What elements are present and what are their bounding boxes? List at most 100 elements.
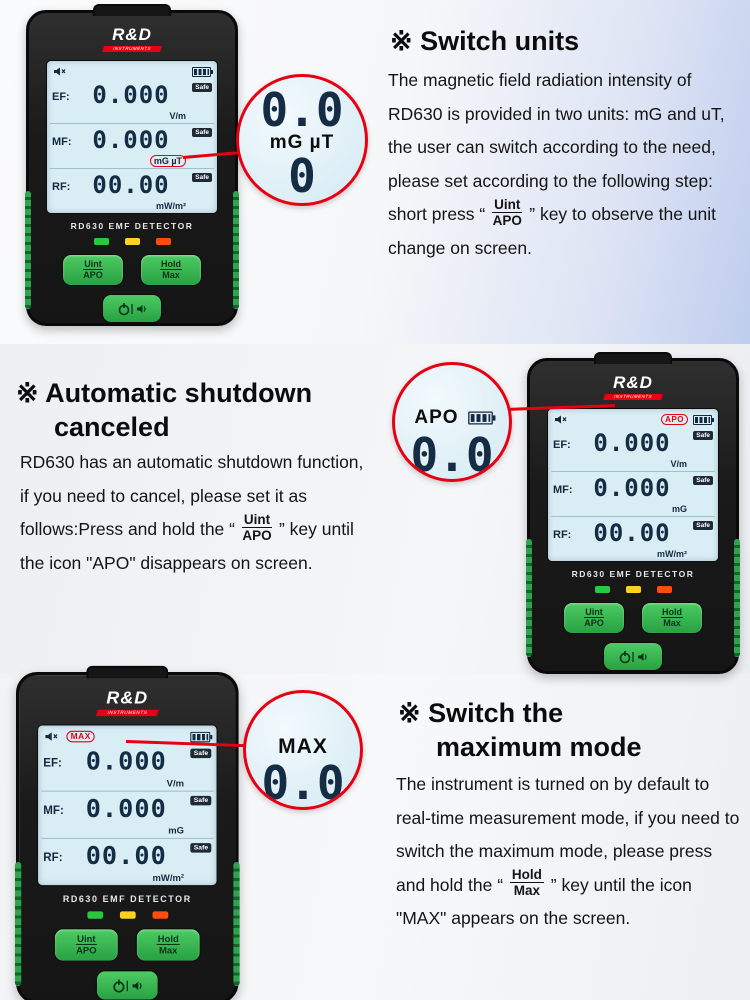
speaker-mute-icon bbox=[54, 67, 66, 76]
emf-detector-device-3: R&D INSTRUMENTS MAX EF: 0.000 Safe V/m bbox=[14, 665, 240, 1000]
battery-icon bbox=[467, 411, 496, 425]
ef-label: EF: bbox=[43, 757, 62, 770]
safe-badge: Safe bbox=[693, 521, 713, 530]
rf-unit: mW/m² bbox=[152, 872, 185, 884]
safe-badge: Safe bbox=[693, 476, 713, 485]
mf-row: MF: 0.000 Safe mG bbox=[551, 472, 715, 517]
power-button bbox=[102, 294, 162, 323]
power-speaker-icon bbox=[619, 650, 647, 663]
speaker-mute-icon bbox=[555, 415, 567, 424]
side-grip-left bbox=[526, 539, 532, 657]
brand-sub-label: INSTRUMENTS bbox=[603, 394, 663, 400]
rf-value: 00.00 bbox=[92, 171, 170, 199]
sensor-bump bbox=[93, 4, 171, 16]
units-zoom-label: mG µT bbox=[269, 132, 335, 153]
mf-label: MF: bbox=[52, 136, 72, 148]
model-label: RD630 EMF DETECTOR bbox=[70, 221, 194, 231]
apo-zoom-callout: APO 0.0 bbox=[392, 362, 512, 482]
uint-apo-key-reference: Uint APO bbox=[492, 196, 523, 228]
ef-value: 0.000 bbox=[85, 746, 167, 776]
brand-name: R&D bbox=[613, 373, 653, 392]
ef-value: 0.000 bbox=[593, 429, 671, 457]
battery-icon bbox=[190, 731, 213, 742]
brand-logo: R&D INSTRUMENTS bbox=[530, 373, 736, 400]
side-grip-right bbox=[233, 862, 240, 986]
mf-value: 0.000 bbox=[85, 793, 167, 824]
led-red bbox=[656, 586, 672, 593]
apo-label: APO bbox=[83, 270, 103, 280]
mf-unit: mG µT bbox=[149, 155, 186, 167]
apo-zoom-label: APO bbox=[414, 407, 459, 428]
apo-indicator: APO bbox=[661, 414, 688, 425]
ef-row: EF: 0.000 Safe V/m bbox=[41, 744, 214, 792]
mf-unit: mG bbox=[168, 825, 184, 836]
section3-title: ※ Switch the maximum mode bbox=[398, 698, 642, 762]
side-grip-right bbox=[233, 191, 239, 309]
units-zoom-callout: 0.0 mG µT 0 bbox=[236, 74, 368, 206]
hold-label: Hold bbox=[160, 259, 182, 270]
section2-title: ※ Automatic shutdown canceled bbox=[16, 378, 313, 442]
safe-badge: Safe bbox=[192, 128, 212, 137]
zoom-digits: 0 bbox=[288, 149, 316, 203]
model-label: RD630 EMF DETECTOR bbox=[571, 569, 695, 579]
zoom-digits: 0.0 bbox=[260, 83, 344, 137]
lcd-screen: APO EF: 0.000 Safe V/m MF: 0.000 Safe mG… bbox=[547, 408, 719, 562]
section3-paragraph: The instrument is turned on by default t… bbox=[396, 768, 741, 936]
side-grip-left bbox=[14, 862, 22, 986]
speaker-mute-icon bbox=[45, 732, 58, 741]
led-red bbox=[155, 238, 171, 245]
zoom-digits: 0.0 bbox=[261, 756, 345, 810]
mf-label: MF: bbox=[43, 804, 64, 817]
model-label: RD630 EMF DETECTOR bbox=[62, 893, 192, 905]
uint-apo-key-reference: Uint APO bbox=[241, 511, 273, 543]
side-grip-left bbox=[25, 191, 31, 309]
safe-badge: Safe bbox=[190, 795, 212, 806]
led-yellow bbox=[124, 238, 140, 245]
led-indicators bbox=[530, 586, 736, 593]
mf-value: 0.000 bbox=[92, 126, 170, 154]
power-button bbox=[95, 970, 159, 1000]
section2-text-before: RD630 has an automatic shutdown function… bbox=[20, 452, 364, 539]
section1-title: ※ Switch units bbox=[390, 26, 580, 56]
safe-badge: Safe bbox=[693, 431, 713, 440]
ef-label: EF: bbox=[52, 91, 70, 103]
ef-unit: V/m bbox=[670, 459, 687, 469]
mf-row: MF: 0.000 Safe mG µT bbox=[50, 124, 214, 169]
rf-label: RF: bbox=[43, 851, 63, 865]
mf-label: MF: bbox=[553, 484, 573, 496]
lcd-screen: EF: 0.000 Safe V/m MF: 0.000 Safe mG µT … bbox=[46, 60, 218, 214]
ef-unit: V/m bbox=[166, 778, 184, 789]
section3-text-before: The instrument is turned on by default t… bbox=[396, 774, 740, 895]
rf-row: RF: 00.00 Safe mW/m² bbox=[551, 517, 715, 561]
hold-max-button: Hold Max bbox=[140, 254, 202, 286]
screen-status-row: APO bbox=[548, 409, 718, 427]
safe-badge: Safe bbox=[190, 843, 212, 853]
emf-detector-device-2: R&D INSTRUMENTS APO EF: 0.000 Safe V/m bbox=[526, 352, 740, 674]
device-button-row: Uint APO Hold Max bbox=[19, 928, 235, 962]
unit-highlight-oval: mG µT bbox=[149, 155, 186, 167]
safe-badge: Safe bbox=[192, 83, 212, 92]
screen-status-row bbox=[47, 61, 217, 79]
emf-detector-device-1: R&D INSTRUMENTS EF: 0.000 Safe V/m MF: bbox=[25, 4, 239, 326]
lcd-screen: MAX EF: 0.000 Safe V/m MF: 0.000 Safe mG… bbox=[37, 724, 218, 887]
zoom-digits: 0.0 bbox=[410, 428, 494, 482]
led-yellow bbox=[625, 586, 641, 593]
brand-sub-label: INSTRUMENTS bbox=[102, 46, 162, 52]
hold-max-button: Hold Max bbox=[135, 928, 201, 962]
section1-text-before: The magnetic field radiation intensity o… bbox=[388, 70, 725, 224]
led-green bbox=[93, 238, 109, 245]
brand-logo: R&D INSTRUMENTS bbox=[29, 25, 235, 52]
rf-row: RF: 00.00 Safe mW/m² bbox=[50, 169, 214, 213]
uint-label: Uint bbox=[83, 259, 103, 270]
brand-sub-label: INSTRUMENTS bbox=[95, 709, 159, 717]
led-indicators bbox=[19, 911, 235, 919]
rf-row: RF: 00.00 Safe mW/m² bbox=[41, 839, 213, 885]
brand-logo: R&D INSTRUMENTS bbox=[19, 688, 235, 717]
rf-value: 00.00 bbox=[593, 519, 671, 547]
power-speaker-icon bbox=[118, 302, 146, 315]
battery-icon bbox=[693, 414, 714, 425]
rf-unit: mW/m² bbox=[657, 549, 687, 559]
ef-row: EF: 0.000 Safe V/m bbox=[551, 427, 715, 472]
section1-text-after: ” key to observe the unit change on scre… bbox=[388, 204, 717, 258]
